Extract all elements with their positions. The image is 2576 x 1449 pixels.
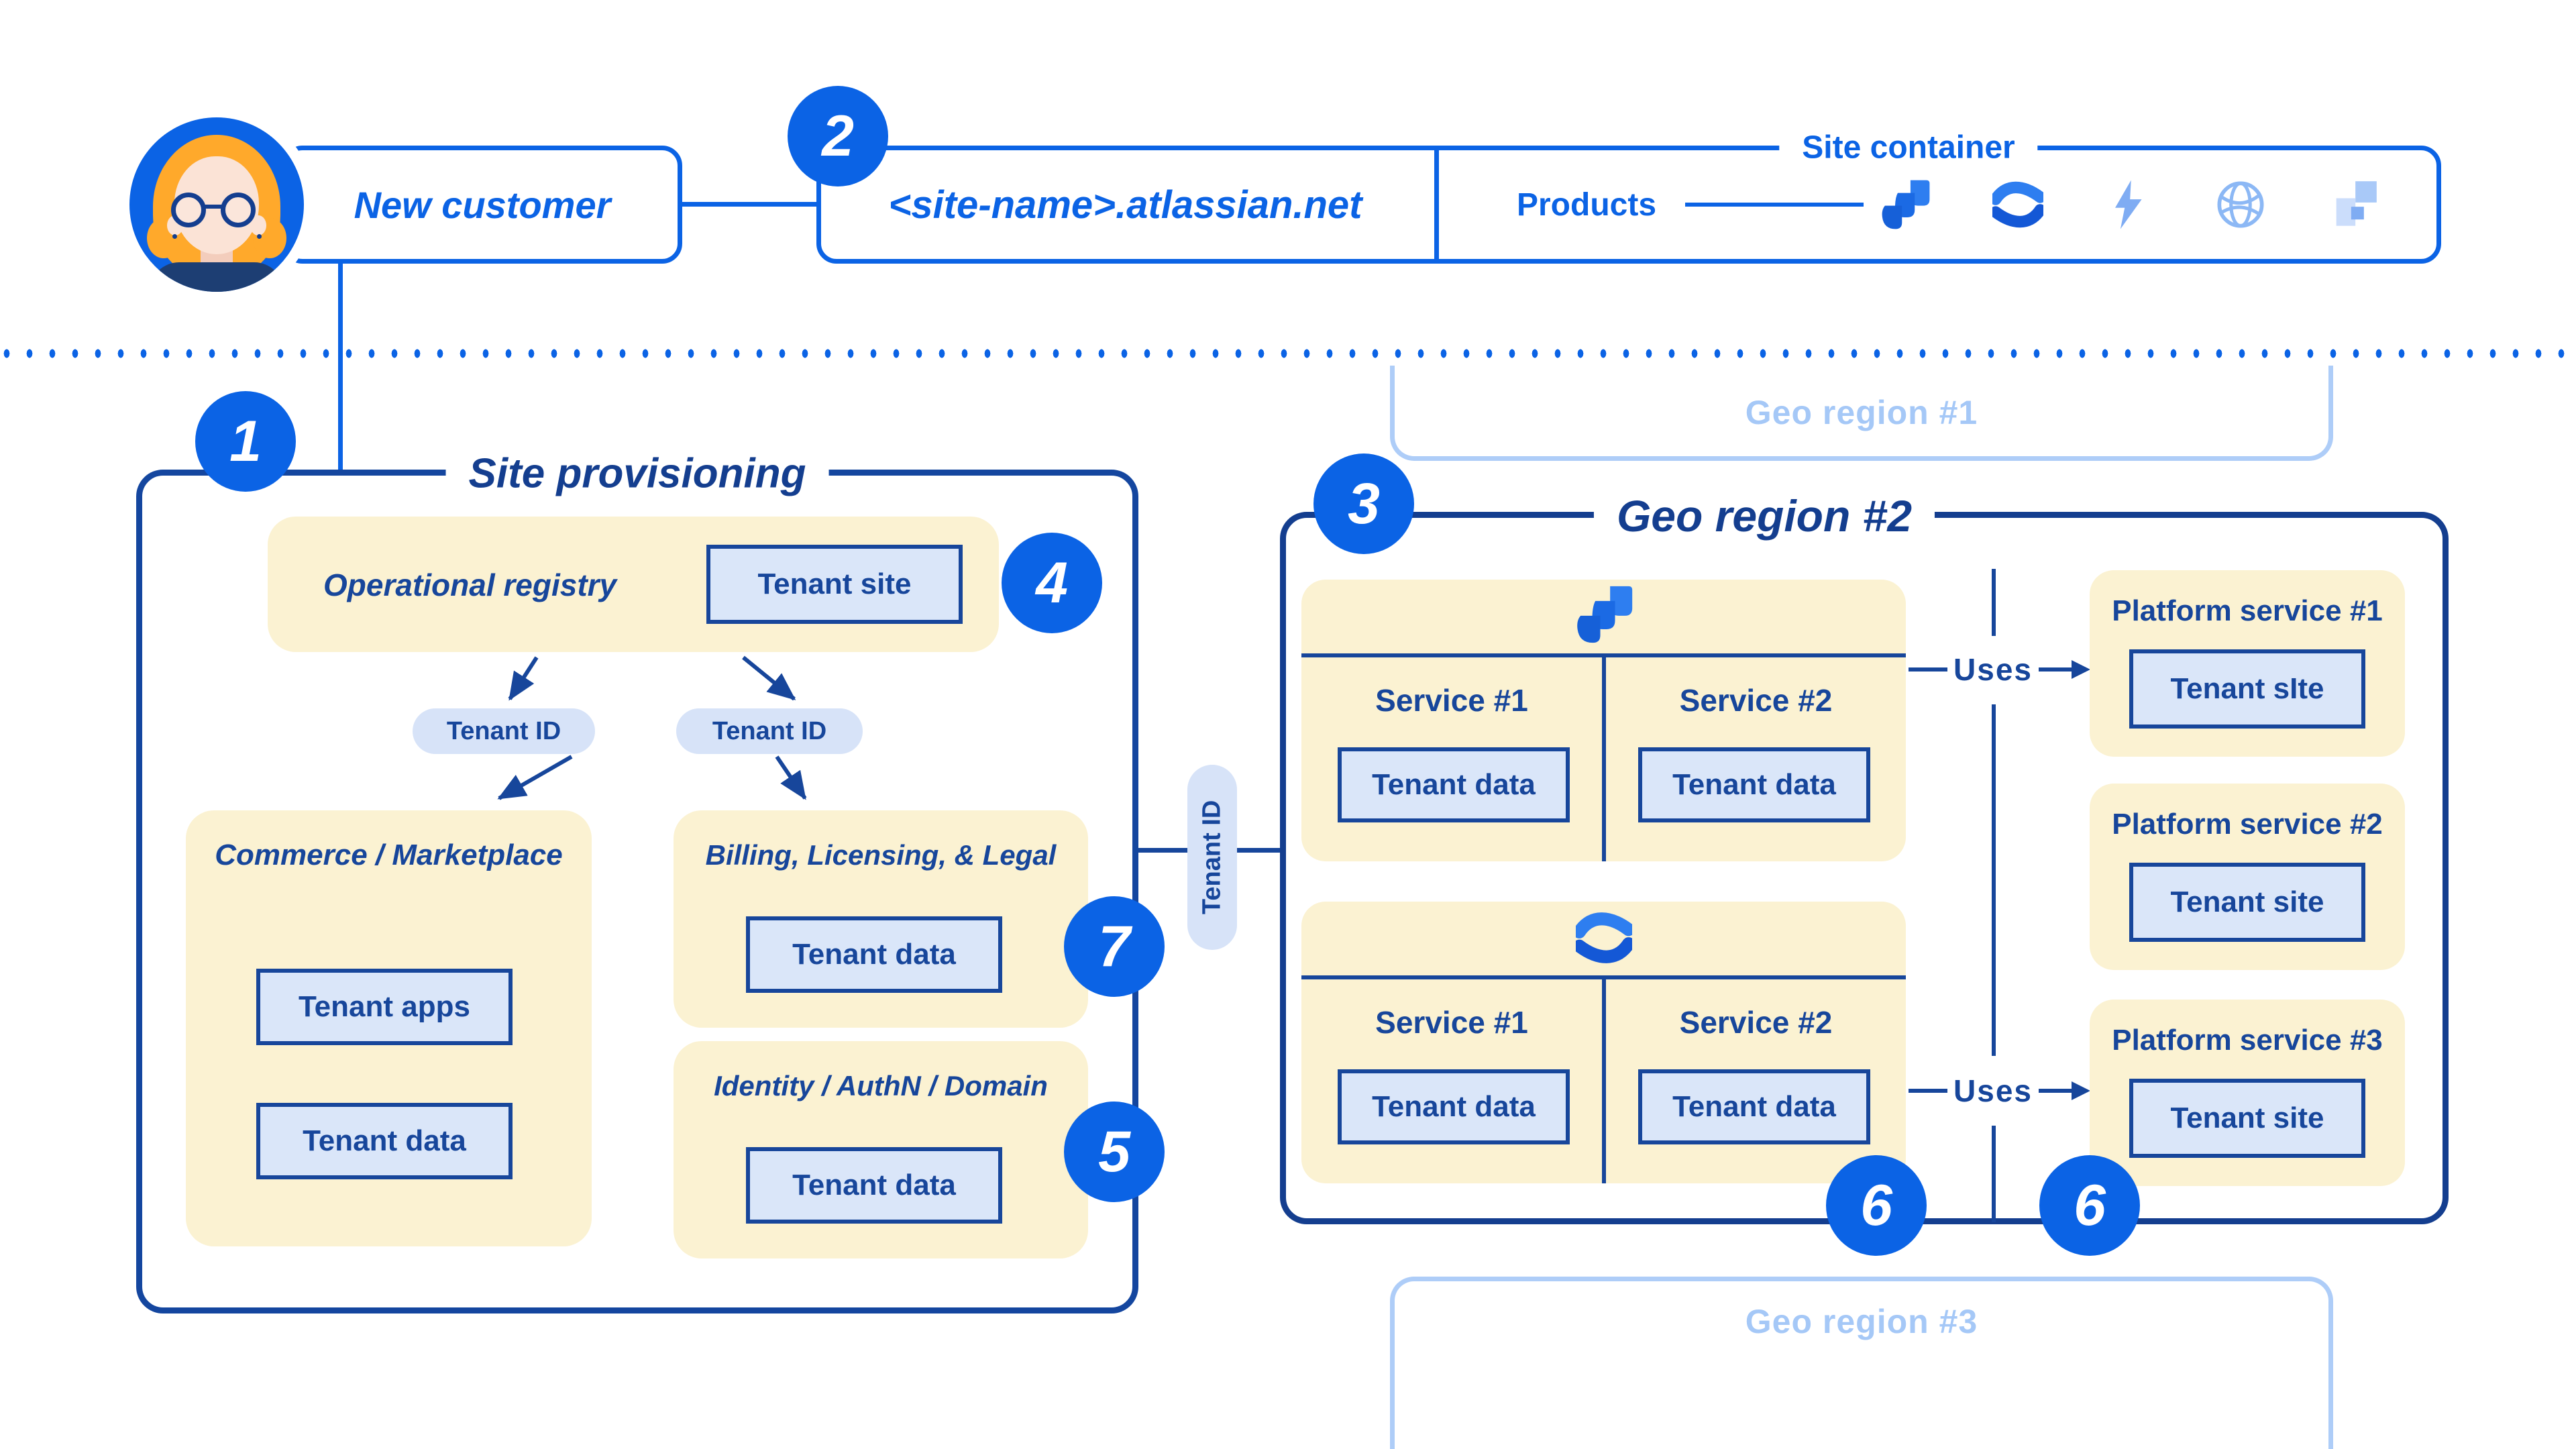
- jira-service-2-name: Service #2: [1679, 683, 1833, 718]
- site-container-outer-box: [816, 146, 2441, 264]
- avatar-earring-right: [257, 234, 262, 239]
- bolt-product-icon: [2115, 180, 2142, 229]
- uses2-left-dash: [1909, 1089, 1947, 1093]
- geo-region-1-box: [1390, 366, 2333, 461]
- avatar-glasses-bridge: [205, 205, 222, 209]
- step-badge-5: 5: [1064, 1102, 1165, 1202]
- confluence-service-1-tenant-data-box: Tenant data: [1338, 1069, 1570, 1144]
- avatar-glasses-right-lens: [221, 193, 256, 227]
- platform-service-3-tenant-site-box: Tenant site: [2129, 1079, 2365, 1158]
- billing-licensing-legal-title: Billing, Licensing, & Legal: [705, 839, 1057, 871]
- step-badge-7: 7: [1064, 896, 1165, 997]
- geo-region-3-label: Geo region #3: [1745, 1303, 1978, 1340]
- confluence-service-2-name: Service #2: [1679, 1005, 1833, 1040]
- confluence-group-divider-v: [1602, 977, 1606, 1183]
- jira-service-1-name: Service #1: [1375, 683, 1528, 718]
- step-badge-4: 4: [1002, 533, 1102, 633]
- operational-registry-tenant-site-box: Tenant site: [706, 545, 963, 624]
- identity-tenant-data-box: Tenant data: [746, 1147, 1002, 1224]
- confluence-service-1-name: Service #1: [1375, 1005, 1528, 1040]
- jira-group-divider-v: [1602, 655, 1606, 861]
- avatar-earring-left: [172, 234, 177, 239]
- tenant-id-vertical-pill: Tenant ID: [1187, 765, 1237, 950]
- geo-region-3-box: [1390, 1277, 2333, 1449]
- step-badge-2: 2: [788, 86, 888, 186]
- customer-drop-line: [338, 262, 343, 471]
- confluence-service-2-tenant-data-box: Tenant data: [1638, 1069, 1870, 1144]
- products-line: [1685, 203, 1864, 207]
- customer-avatar: [129, 117, 304, 292]
- identity-authn-domain-title: Identity / AuthN / Domain: [714, 1070, 1048, 1102]
- uses2-label: Uses: [1953, 1073, 2033, 1108]
- platform-service-3-title: Platform service #3: [2112, 1024, 2383, 1057]
- operational-registry-title: Operational registry: [323, 568, 617, 602]
- step-badge-6-right: 6: [2039, 1155, 2140, 1256]
- billing-tenant-data-box: Tenant data: [746, 916, 1002, 993]
- jira-service-2-tenant-data-box: Tenant data: [1638, 747, 1870, 822]
- platform-service-1-tenant-site-box: Tenant sIte: [2129, 649, 2365, 729]
- geo2-vertical-line-seg1: [1992, 569, 1996, 636]
- site-container-divider: [1434, 146, 1439, 264]
- tenant-id-pill-left: Tenant ID: [413, 708, 595, 754]
- uses2-arrow-head: [2072, 1081, 2090, 1100]
- tenant-id-vertical-label: Tenant ID: [1197, 800, 1226, 915]
- step-badge-3: 3: [1313, 453, 1414, 554]
- commerce-tenant-apps-box: Tenant apps: [256, 969, 513, 1045]
- uses1-arrow-head: [2072, 660, 2090, 679]
- confluence-icon: [1576, 912, 1632, 963]
- commerce-tenant-data-box: Tenant data: [256, 1103, 513, 1179]
- commerce-marketplace-title: Commerce / Marketplace: [215, 839, 563, 871]
- squares-product-icon: [2336, 181, 2377, 226]
- uses1-label: Uses: [1953, 652, 2033, 687]
- step-badge-1: 1: [195, 391, 296, 492]
- avatar-shoulders: [150, 262, 284, 292]
- avatar-glasses-left-lens: [171, 193, 206, 227]
- platform-service-2-title: Platform service #2: [2112, 808, 2383, 841]
- tenant-id-pill-right: Tenant ID: [676, 708, 863, 754]
- site-container-label: Site container: [1779, 129, 2038, 166]
- customer-to-site-line: [681, 202, 818, 207]
- geo2-vertical-line-seg3: [1992, 1126, 1996, 1222]
- new-customer-box: New customer: [282, 146, 682, 264]
- jira-service-1-tenant-data-box: Tenant data: [1338, 747, 1570, 822]
- platform-service-1-title: Platform service #1: [2112, 594, 2383, 627]
- confluence-product-icon: [1992, 181, 2043, 228]
- platform-service-2-tenant-site-box: Tenant site: [2129, 863, 2365, 942]
- uses1-left-dash: [1909, 667, 1947, 672]
- site-name-label: <site-name>.atlassian.net: [888, 182, 1362, 227]
- jira-icon: [1577, 586, 1633, 643]
- geo2-vertical-line-seg2: [1992, 704, 1996, 1056]
- uses2-arrow-line: [2039, 1089, 2074, 1093]
- uses1-arrow-line: [2039, 667, 2074, 672]
- geo-region-2-title: Geo region #2: [1593, 490, 1935, 541]
- products-label: Products: [1516, 186, 1657, 223]
- step-badge-6-left: 6: [1826, 1155, 1927, 1256]
- dotted-separator: [0, 348, 2576, 359]
- site-provisioning-title: Site provisioning: [445, 449, 829, 498]
- globe-product-icon: [2217, 181, 2264, 228]
- geo-region-1-label: Geo region #1: [1745, 394, 1978, 431]
- jira-product-icon: [1882, 180, 1930, 229]
